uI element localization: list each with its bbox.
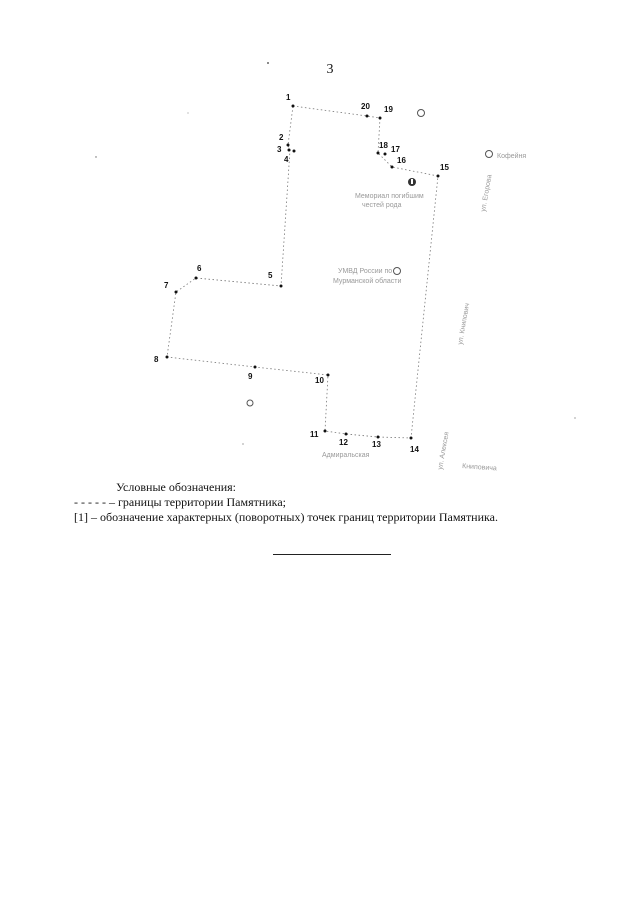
map-label-umvd-2: Мурманской области: [333, 277, 401, 285]
point-label-12: 12: [339, 438, 348, 447]
legend-boundary-text: – границы территории Памятника;: [108, 495, 286, 509]
legend-boundary-row: - - - - - – границы территории Памятника…: [74, 495, 498, 510]
point-label-16: 16: [397, 156, 406, 165]
point-label-7: 7: [164, 281, 169, 290]
map-pin-icon: [246, 109, 493, 407]
page-number: 3: [326, 62, 334, 77]
point-label-11: 11: [310, 430, 319, 439]
map-label-poi: Кофейня: [497, 152, 526, 160]
map-label-street-egorova: ул. Егорова: [480, 174, 493, 212]
point-label-17: 17: [391, 145, 400, 154]
map-label-street-knipovich: ул. Книпович: [457, 302, 471, 345]
point-label-18: 18: [379, 141, 388, 150]
map-label-street-alekseya-2: Книповича: [462, 463, 497, 472]
point-label-13: 13: [372, 440, 381, 449]
point-label-10: 10: [315, 376, 324, 385]
point-label-3: 3: [277, 145, 282, 154]
point-label-20: 20: [361, 102, 370, 111]
map-legend: Условные обозначения: - - - - - – границ…: [74, 480, 498, 525]
map-label-memorial-2: честей рода: [362, 201, 402, 209]
memorial-pin-icon: [408, 178, 416, 186]
legend-point-row: [1] – обозначение характерных (поворотны…: [74, 510, 498, 525]
point-label-14: 14: [410, 445, 419, 454]
map-label-umvd: УМВД России по: [338, 268, 392, 275]
boundary-points: [165, 104, 440, 440]
point-label-8: 8: [154, 355, 159, 364]
legend-dash-symbol: - - - - -: [74, 495, 106, 509]
point-label-2: 2: [279, 133, 284, 142]
point-label-15: 15: [440, 163, 449, 172]
legend-point-symbol: [1]: [74, 510, 88, 524]
point-label-6: 6: [197, 264, 202, 273]
legend-point-text: – обозначение характерных (поворотных) т…: [91, 510, 499, 524]
point-label-4: 4: [284, 155, 289, 164]
point-label-9: 9: [248, 372, 253, 381]
map-label-street-admiral: Адмиральская: [322, 452, 370, 459]
point-label-5: 5: [268, 271, 273, 280]
map-specks: [95, 62, 576, 445]
point-label-19: 19: [384, 105, 393, 114]
map-label-memorial: Мемориал погибшим: [355, 192, 424, 200]
footer-rule: [273, 554, 391, 555]
map-label-street-alekseya: ул. Алексея: [437, 431, 451, 470]
legend-title: Условные обозначения:: [116, 480, 237, 494]
point-label-1: 1: [286, 93, 291, 102]
